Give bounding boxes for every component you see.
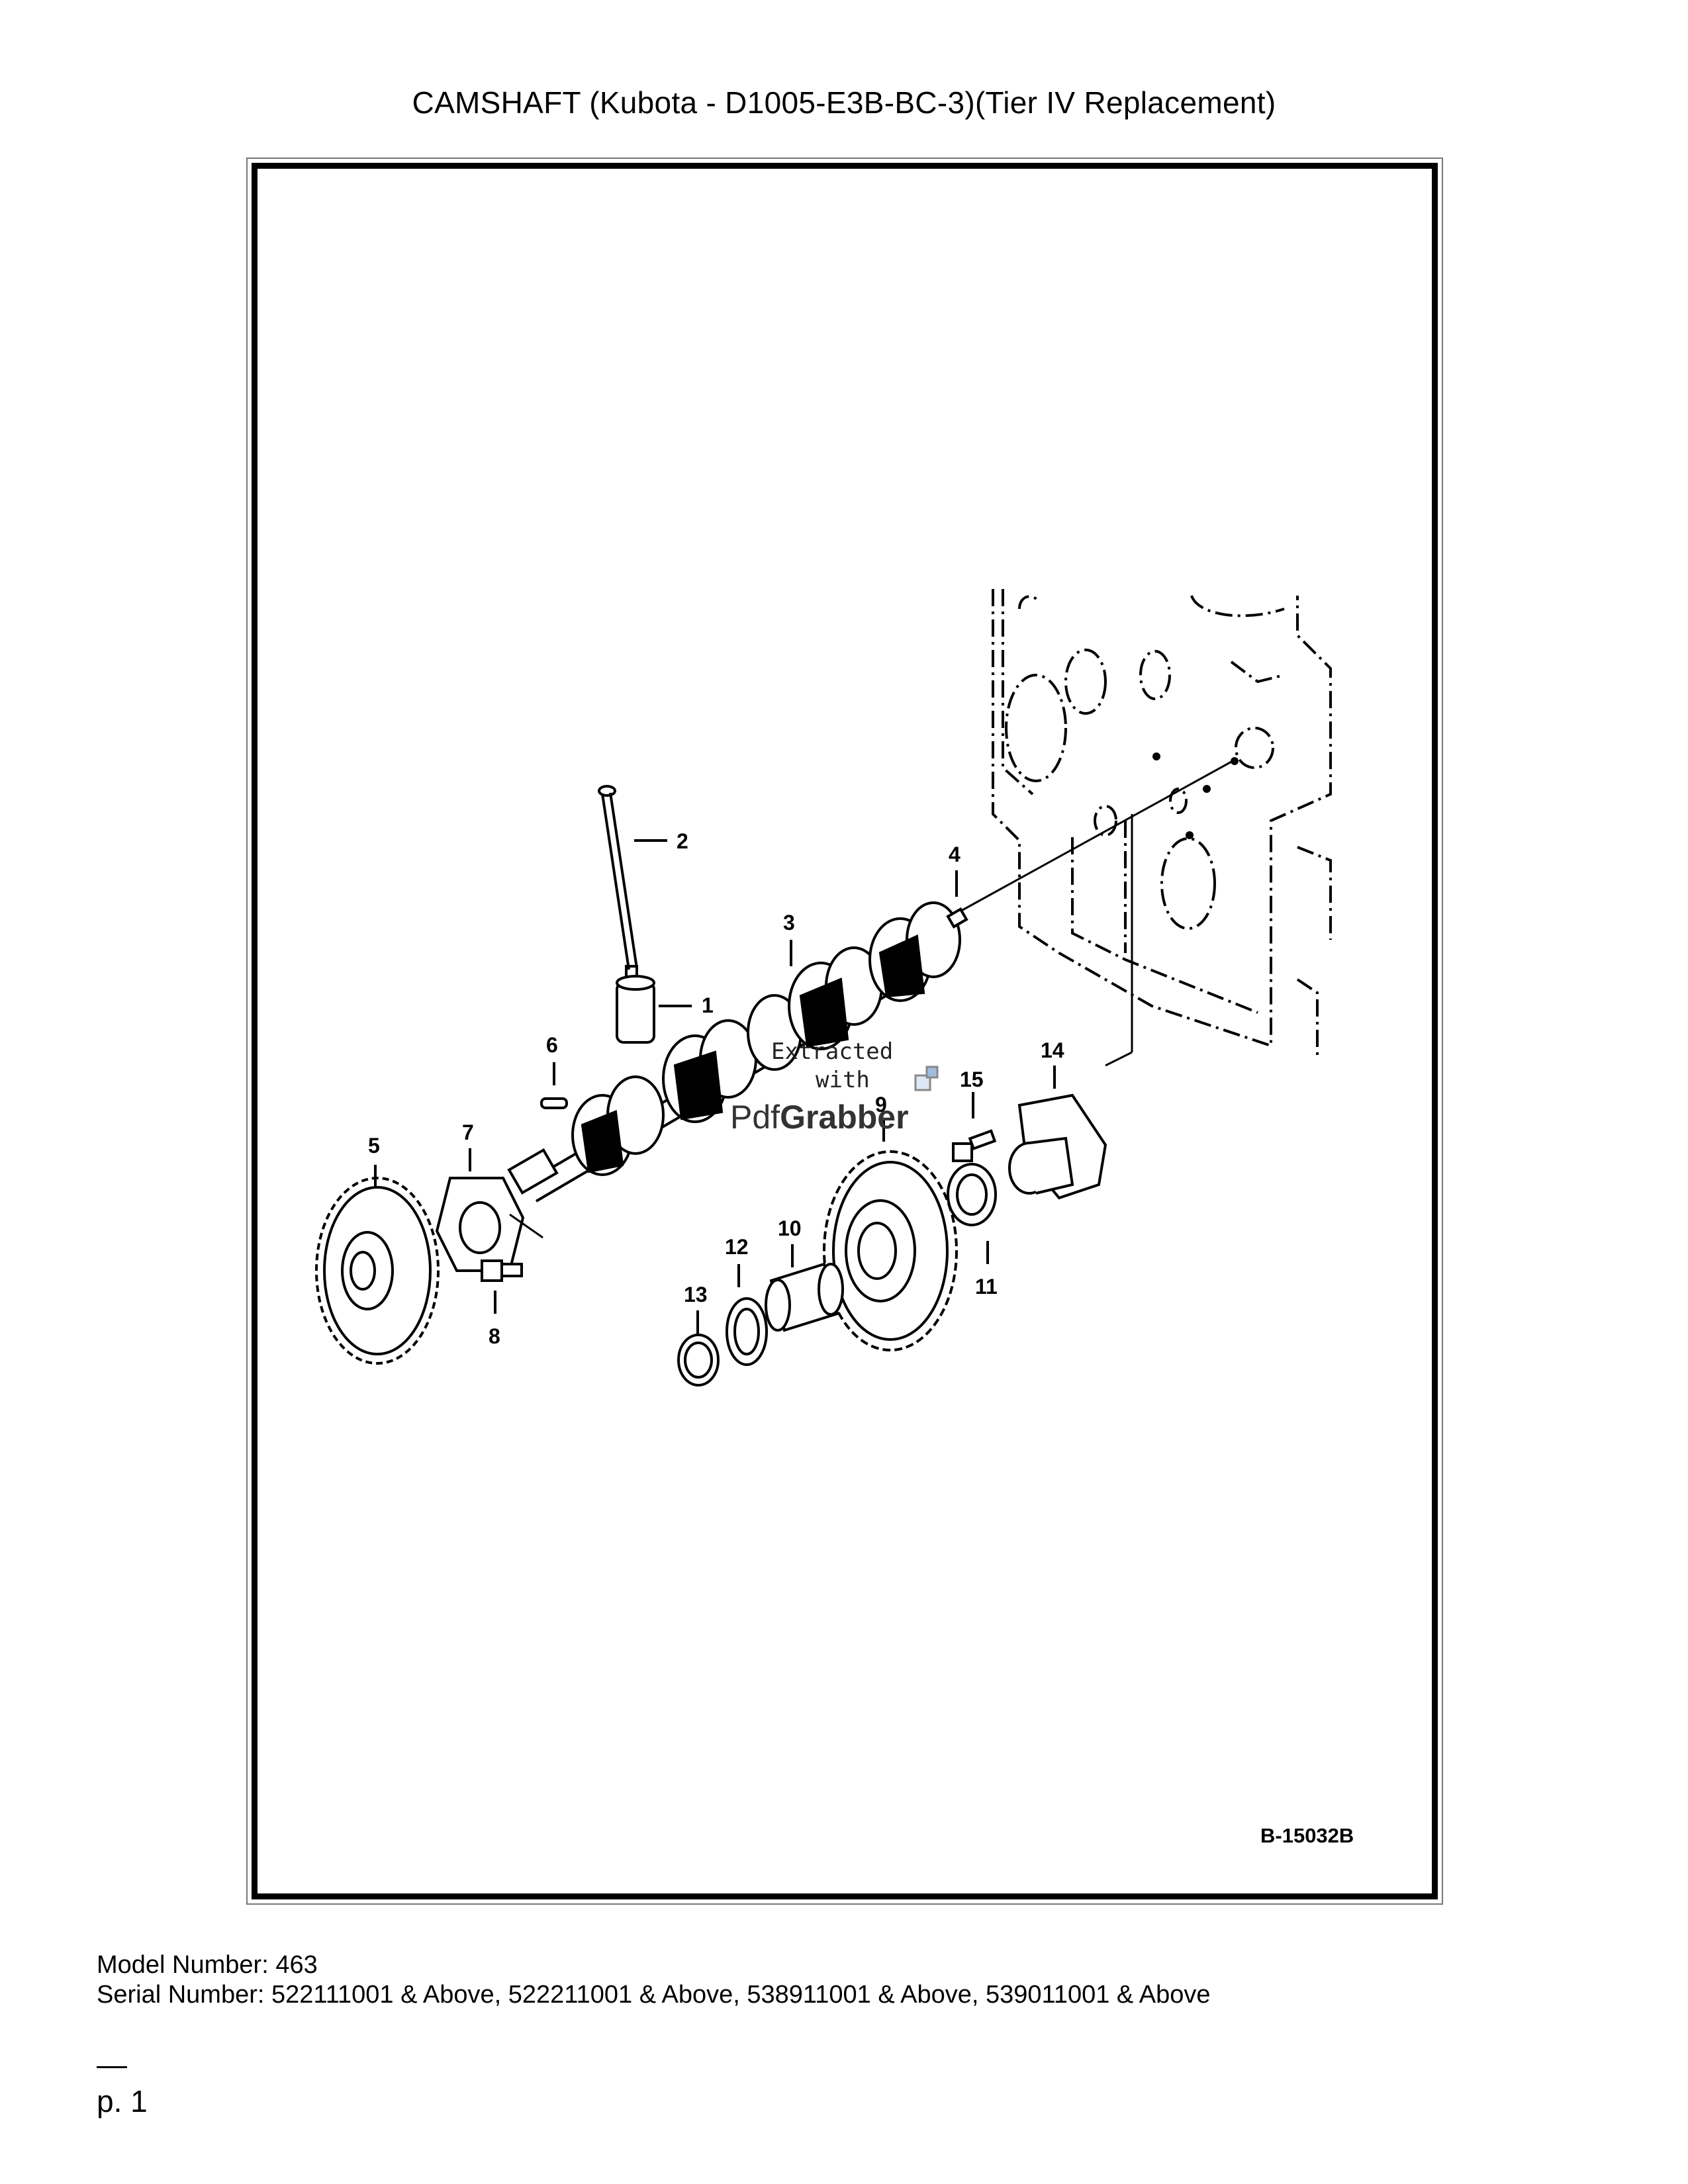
idle-gear-bushing <box>765 1262 844 1332</box>
page-title: CAMSHAFT (Kubota - D1005-E3B-BC-3)(Tier … <box>412 85 1276 120</box>
thrust-plate-bolt <box>481 1259 523 1282</box>
idle-gear <box>823 1150 958 1351</box>
watermark-line-2: with <box>816 1067 870 1093</box>
push-rod <box>598 785 638 978</box>
thrust-plate <box>435 1177 525 1272</box>
exploded-parts-diagram: 1 2 3 4 5 6 7 8 9 10 11 12 13 14 15 Extr… <box>258 169 1432 1893</box>
engine-block-outline <box>992 589 1332 1059</box>
page-number: p. 1 <box>97 2084 148 2118</box>
thrust-plate-lead-line <box>509 1213 543 1239</box>
diagram-frame <box>252 163 1438 1899</box>
tappet <box>616 975 655 1044</box>
snap-ring <box>677 1334 720 1387</box>
cam-gear <box>315 1177 440 1365</box>
callout-1: 1 <box>702 993 714 1017</box>
callout-7: 7 <box>462 1120 474 1144</box>
camshaft <box>507 901 961 1203</box>
watermark-logo-icon <box>914 1066 939 1091</box>
callout-6: 6 <box>546 1033 558 1057</box>
callout-13: 13 <box>684 1283 708 1306</box>
thrust-collar <box>947 1163 997 1226</box>
callout-15: 15 <box>960 1068 984 1091</box>
key <box>540 1097 568 1109</box>
callout-9: 9 <box>875 1093 887 1116</box>
callout-8: 8 <box>489 1324 500 1348</box>
watermark-line-1: Extracted <box>771 1038 893 1065</box>
engine-block-holes <box>1152 752 1239 839</box>
pdfgrabber-watermark: Extracted with PdfGrabber <box>730 1038 939 1136</box>
callout-10: 10 <box>778 1216 802 1240</box>
page-number-rule <box>97 2066 127 2068</box>
callout-leader-lines <box>374 839 1056 1334</box>
callout-11: 11 <box>975 1275 998 1298</box>
camshaft-exploded-drawing: 1 2 3 4 5 6 7 8 9 10 11 12 13 14 15 Extr… <box>315 589 1332 1387</box>
model-number: Model Number: 463 <box>97 1951 318 1979</box>
watermark-brand-pdf: Pdf <box>730 1099 780 1136</box>
callout-5: 5 <box>368 1134 380 1158</box>
assembly-lead-line-2 <box>1105 1051 1133 1067</box>
callout-4: 4 <box>949 842 961 866</box>
callout-2: 2 <box>677 829 688 853</box>
camshaft-axis-line <box>956 760 1233 915</box>
idle-gear-shaft <box>1008 1093 1107 1200</box>
diagram-outer-frame <box>246 158 1443 1905</box>
watermark-brand-grabber: Grabber <box>780 1099 909 1136</box>
serial-number: Serial Number: 522111001 & Above, 522211… <box>97 1981 1211 2009</box>
callout-12: 12 <box>725 1235 749 1259</box>
svg-text:PdfGrabber: PdfGrabber <box>730 1099 909 1136</box>
callout-3: 3 <box>783 911 795 934</box>
callout-labels: 1 2 3 4 5 6 7 8 9 10 11 12 13 14 15 <box>368 829 1064 1348</box>
idle-gear-shaft-bolt <box>952 1129 997 1162</box>
diagram-code: B-15032B <box>1260 1824 1354 1847</box>
plug <box>946 907 968 929</box>
callout-14: 14 <box>1041 1038 1064 1062</box>
collar <box>726 1297 768 1366</box>
